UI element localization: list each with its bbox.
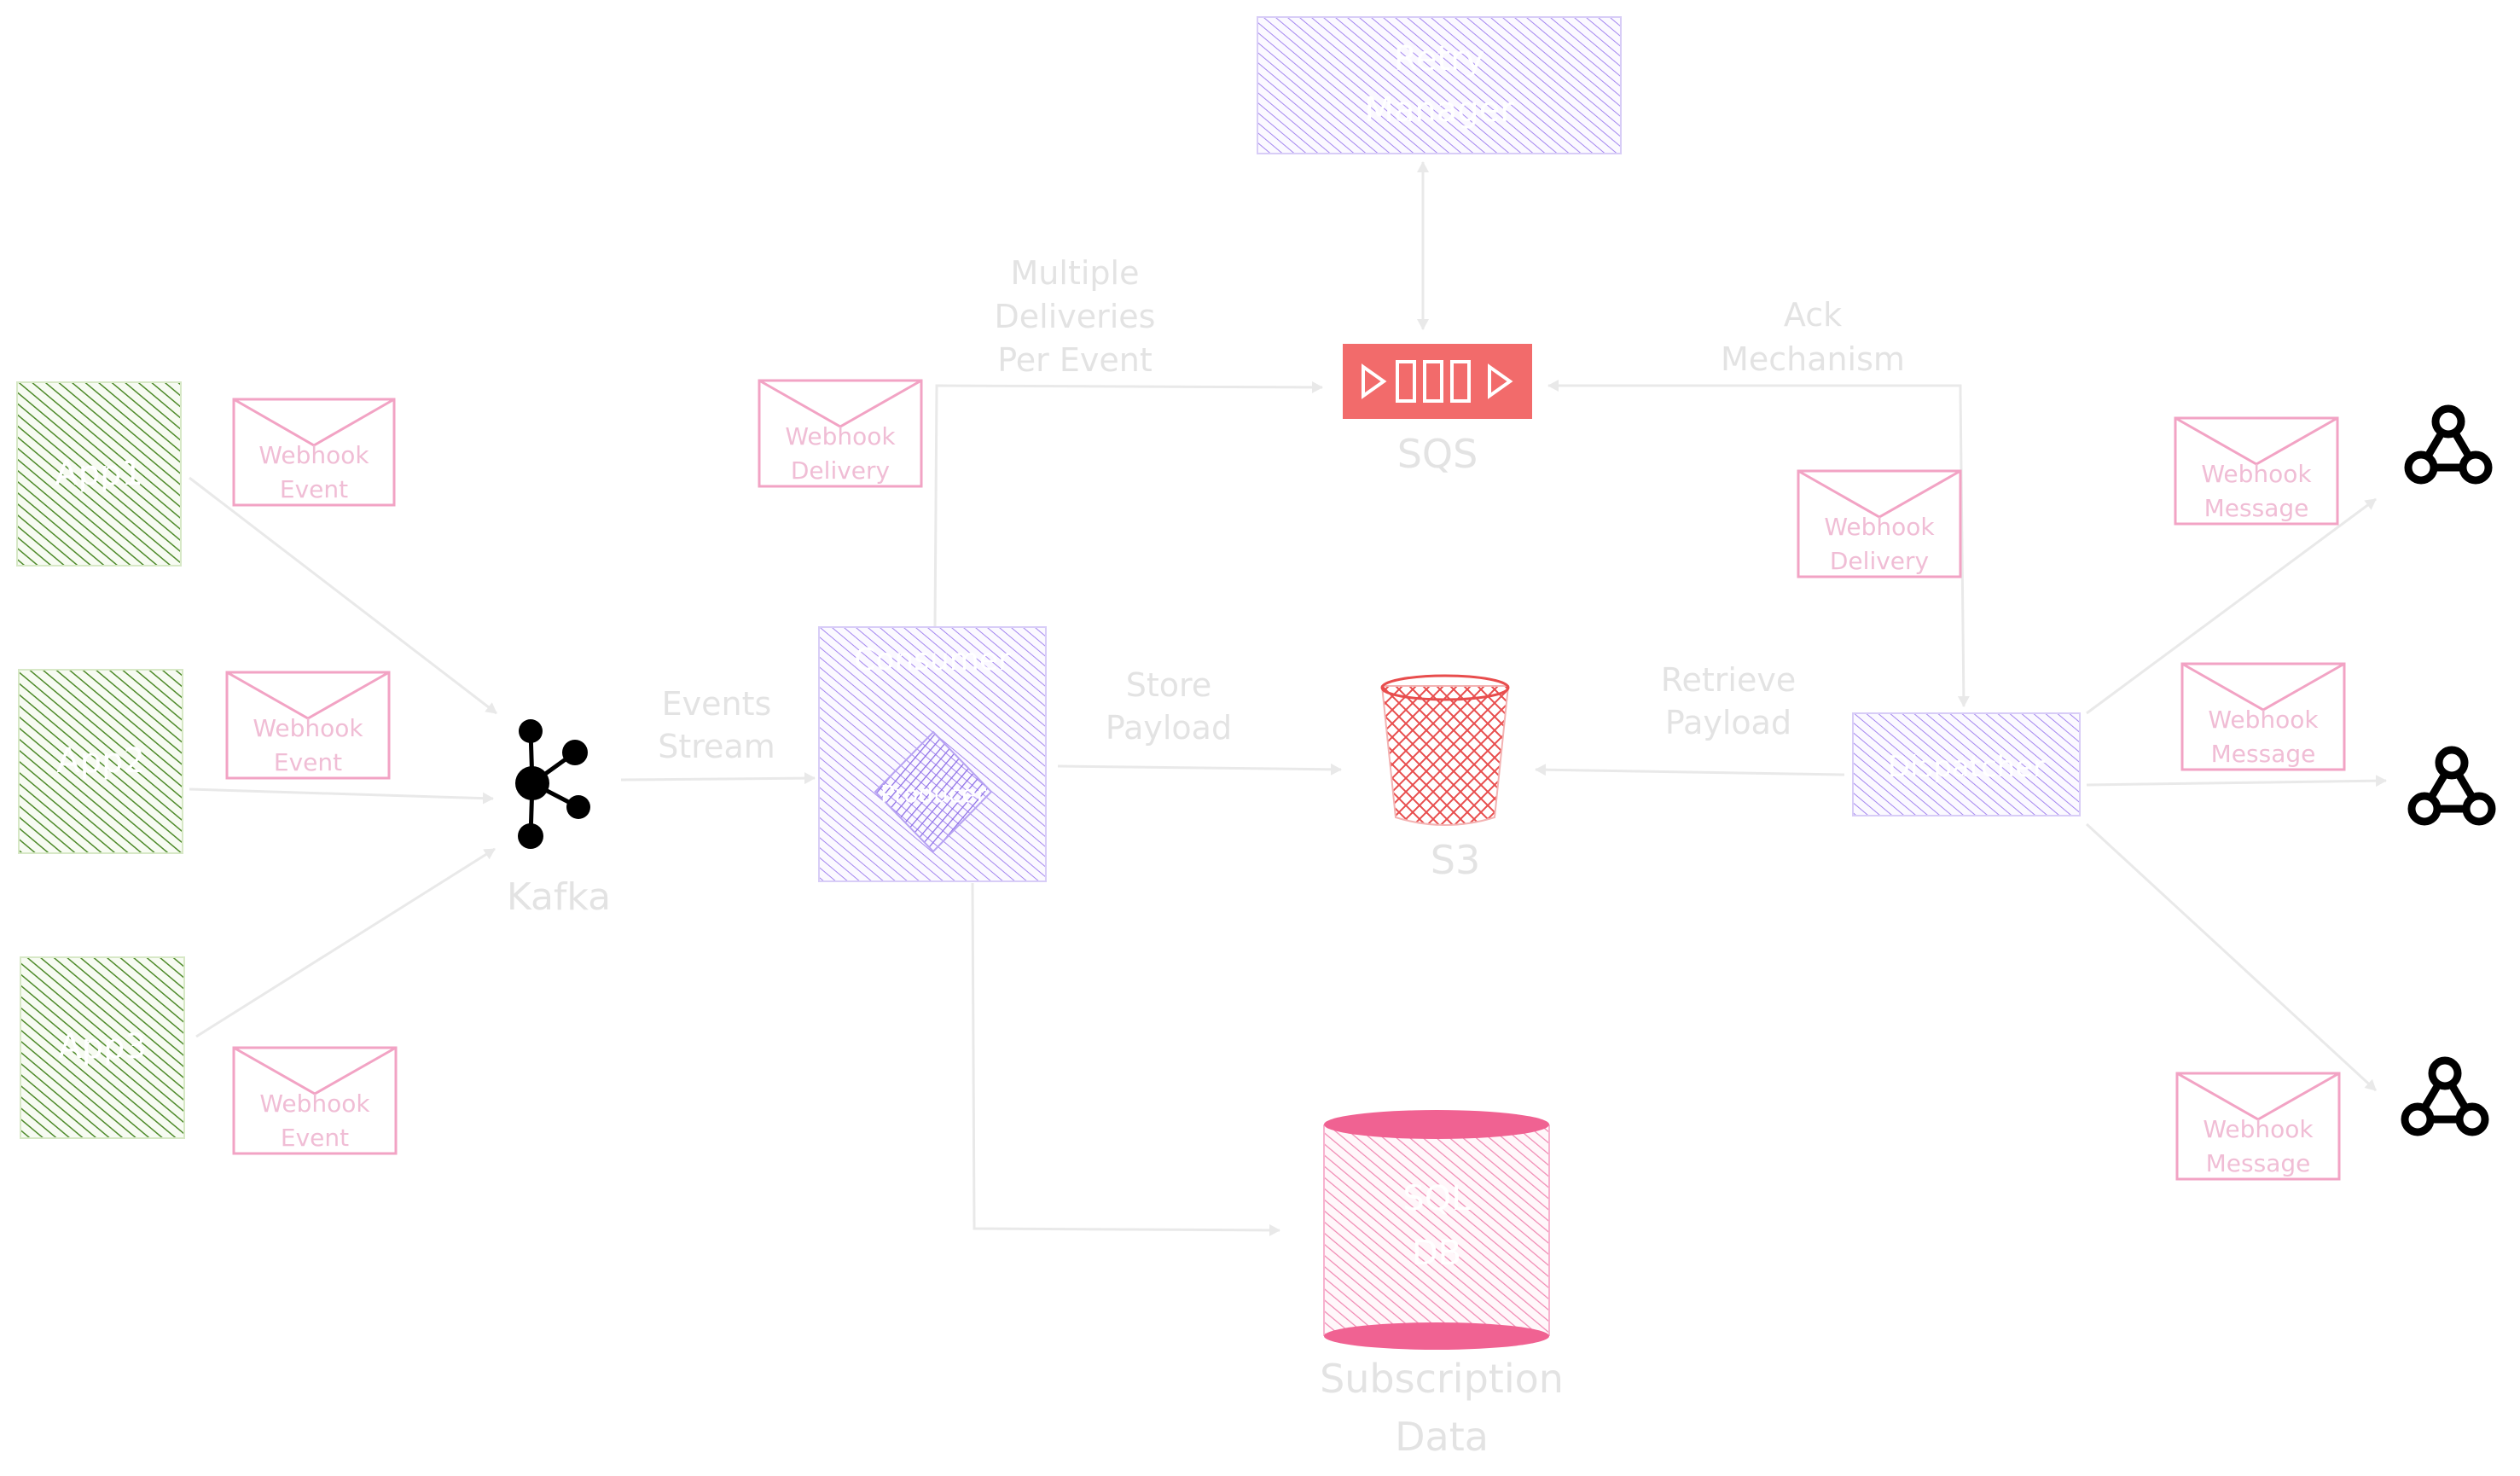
webhook-event-label-3b: Event (281, 1124, 349, 1152)
webhook-message-envelope-2: Webhook Message (2180, 662, 2346, 771)
ack-mechanism-label-a: Ack (1784, 296, 1842, 334)
webhook-message-label-3b: Message (2206, 1149, 2311, 1177)
webhook-delivery-label-2a: Webhook (1824, 513, 1935, 541)
webhook-event-label-2a: Webhook (253, 714, 363, 742)
multiple-deliveries-label-b: Deliveries (995, 298, 1156, 335)
webhook-event-label-3a: Webhook (259, 1090, 370, 1118)
webhook-event-envelope-1: Webhook Event (232, 398, 396, 507)
webhook-endpoint-icon-2 (2407, 746, 2496, 826)
consumer-to-db-arrow (971, 882, 1280, 1236)
db-caption-b: Data (1395, 1414, 1489, 1460)
webhook-event-label-1a: Webhook (258, 441, 369, 469)
ack-mechanism-label-b: Mechanism (1721, 340, 1905, 378)
retry-manager-label-a: Retry (1394, 39, 1484, 78)
dispatcher-to-webhook2-arrow (2086, 775, 2387, 787)
app3-label: App3 (58, 1027, 147, 1066)
consumer-title: Consumer (854, 642, 1011, 677)
events-stream-label-a: Events (662, 685, 772, 723)
sqs-to-dispatcher-arrow (1957, 392, 1970, 707)
dispatcher-to-s3-arrow (1535, 764, 1845, 776)
retrieve-payload-label-a: Retrieve (1661, 661, 1796, 699)
retrieve-payload-label-b: Payload (1665, 704, 1791, 741)
webhook-delivery-envelope-1: Webhook Delivery (758, 379, 923, 488)
webhook-message-label-3a: Webhook (2203, 1115, 2314, 1143)
retry-manager-label-b: Manager (1364, 90, 1514, 130)
events-stream-label-b: Stream (658, 728, 775, 765)
dispatcher-to-webhook3-arrow (2085, 822, 2378, 1092)
kafka-to-consumer-arrow (620, 772, 816, 785)
webhook-message-label-1a: Webhook (2201, 460, 2312, 488)
dispatcher-to-sqs-ack-arrow (1547, 380, 1962, 392)
webhook-message-label-2b: Message (2211, 740, 2316, 768)
consumer-box[interactable]: Consumer Producer (818, 626, 1047, 882)
kafka-label: Kafka (507, 875, 611, 919)
dispatcher-label: Dispatcher (1888, 750, 2045, 784)
webhook-delivery-label-1b: Delivery (791, 456, 890, 485)
app2-box[interactable] (18, 669, 183, 854)
webhook-event-envelope-3: Webhook Event (232, 1046, 398, 1155)
webhook-message-envelope-3: Webhook Message (2175, 1072, 2341, 1181)
sqs-label: SQS (1397, 431, 1478, 477)
app2-to-kafka-arrow (189, 787, 494, 805)
app3-to-kafka-arrow (195, 847, 496, 1038)
s3-label: S3 (1431, 837, 1480, 883)
connectors (189, 161, 2387, 1236)
db-inner-label-b: DB (1412, 1234, 1461, 1273)
webhook-event-envelope-2: Webhook Event (225, 671, 391, 780)
multiple-deliveries-label-a: Multiple (1011, 254, 1140, 292)
app-boxes: App1 App2 App3 (16, 381, 185, 1139)
webhook-delivery-label-1a: Webhook (785, 422, 896, 450)
multiple-deliveries-label-c: Per Event (997, 341, 1153, 379)
dispatcher-box[interactable]: Dispatcher (1852, 712, 2081, 816)
retry-manager-box[interactable]: Retry Manager (1257, 16, 1622, 154)
s3-bucket-icon (1380, 674, 1510, 826)
sqs-icon (1343, 344, 1532, 419)
kafka-icon (515, 719, 590, 849)
db-inner-label-a: SQL (1402, 1179, 1471, 1218)
db-caption-a: Subscription (1320, 1356, 1564, 1402)
store-payload-label-b: Payload (1106, 709, 1232, 747)
app3-box[interactable] (20, 956, 185, 1139)
webhook-message-label-2a: Webhook (2208, 706, 2319, 734)
webhook-message-label-1b: Message (2204, 494, 2309, 522)
app1-to-kafka-arrow (189, 476, 497, 715)
sql-db-cylinder[interactable]: SQL DB (1323, 1110, 1550, 1350)
consumer-to-sqs-arrow (933, 381, 1323, 628)
store-payload-label-a: Store (1126, 666, 1211, 704)
webhook-endpoint-icon-1 (2404, 404, 2493, 485)
app1-label: App1 (55, 454, 143, 493)
webhook-delivery-envelope-2: Webhook Delivery (1797, 469, 1962, 578)
webhook-endpoint-icon-3 (2401, 1056, 2489, 1136)
consumer-to-s3-arrow (1057, 763, 1342, 776)
webhook-delivery-label-2b: Delivery (1830, 547, 1929, 575)
app2-label: App2 (56, 741, 145, 781)
app1-box[interactable] (16, 381, 182, 567)
webhook-event-label-1b: Event (280, 475, 348, 503)
consumer-inner-label: Producer (880, 780, 987, 808)
dispatcher-to-webhook1-arrow (2086, 497, 2377, 715)
webhook-message-envelope-1: Webhook Message (2174, 416, 2339, 526)
webhook-event-label-2b: Event (274, 748, 342, 776)
